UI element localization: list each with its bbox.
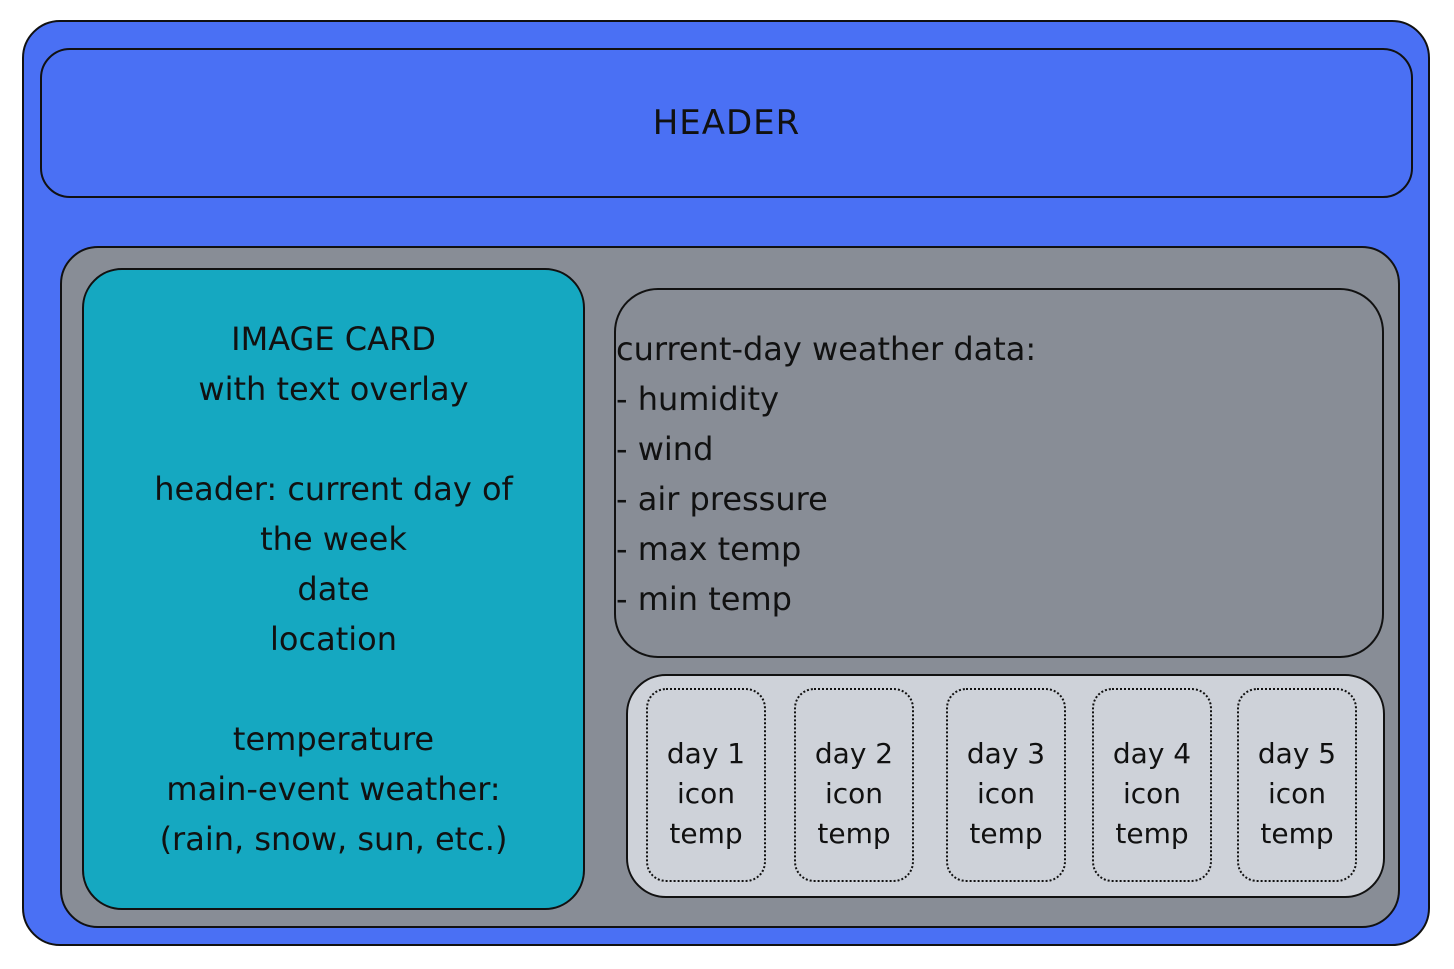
forecast-day-icon: icon xyxy=(1267,777,1327,810)
forecast-day-label: day 4 xyxy=(1112,737,1192,770)
image-card: IMAGE CARD with text overlay header: cur… xyxy=(82,268,585,910)
weather-data-item: - air pressure xyxy=(616,480,828,518)
forecast-day-label: day 3 xyxy=(966,737,1046,770)
forecast-day-temp: temp xyxy=(669,817,743,850)
image-card-spacer xyxy=(84,414,583,464)
image-card-line: the week xyxy=(260,520,407,558)
header-region: HEADER xyxy=(40,48,1413,198)
forecast-day-icon: icon xyxy=(976,777,1036,810)
image-card-line: main-event weather: xyxy=(166,770,501,808)
forecast-day-temp: temp xyxy=(1115,817,1189,850)
weather-data-item: - max temp xyxy=(616,530,802,568)
forecast-day-temp: temp xyxy=(817,817,891,850)
forecast-day-temp: temp xyxy=(1260,817,1334,850)
image-card-line: with text overlay xyxy=(198,370,469,408)
forecast-day-icon: icon xyxy=(1122,777,1182,810)
weather-data-item: - min temp xyxy=(616,580,792,618)
weather-data-item: - humidity xyxy=(616,380,780,418)
forecast-day-card: day 4 icon temp xyxy=(1092,688,1212,882)
weather-data-title: current-day weather data: xyxy=(616,330,1037,368)
forecast-day-card: day 1 icon temp xyxy=(646,688,766,882)
forecast-strip: day 1 icon temp day 2 icon temp day 3 ic… xyxy=(626,674,1385,898)
image-card-line: (rain, snow, sun, etc.) xyxy=(159,820,508,858)
forecast-day-card: day 3 icon temp xyxy=(946,688,1066,882)
weather-data-item: - wind xyxy=(616,430,714,468)
header-label: HEADER xyxy=(652,103,801,143)
forecast-day-label: day 1 xyxy=(666,737,746,770)
forecast-day-icon: icon xyxy=(676,777,736,810)
image-card-line: header: current day of xyxy=(154,470,513,508)
forecast-day-temp: temp xyxy=(969,817,1043,850)
image-card-line: date xyxy=(297,570,370,608)
forecast-day-card: day 2 icon temp xyxy=(794,688,914,882)
image-card-spacer xyxy=(84,664,583,714)
weather-data-panel: current-day weather data: - humidity - w… xyxy=(614,288,1384,658)
image-card-line: location xyxy=(270,620,397,658)
forecast-day-label: day 5 xyxy=(1257,737,1337,770)
forecast-day-label: day 2 xyxy=(814,737,894,770)
image-card-line: IMAGE CARD xyxy=(231,320,436,358)
image-card-line: temperature xyxy=(232,720,435,758)
forecast-day-card: day 5 icon temp xyxy=(1237,688,1357,882)
forecast-day-icon: icon xyxy=(824,777,884,810)
